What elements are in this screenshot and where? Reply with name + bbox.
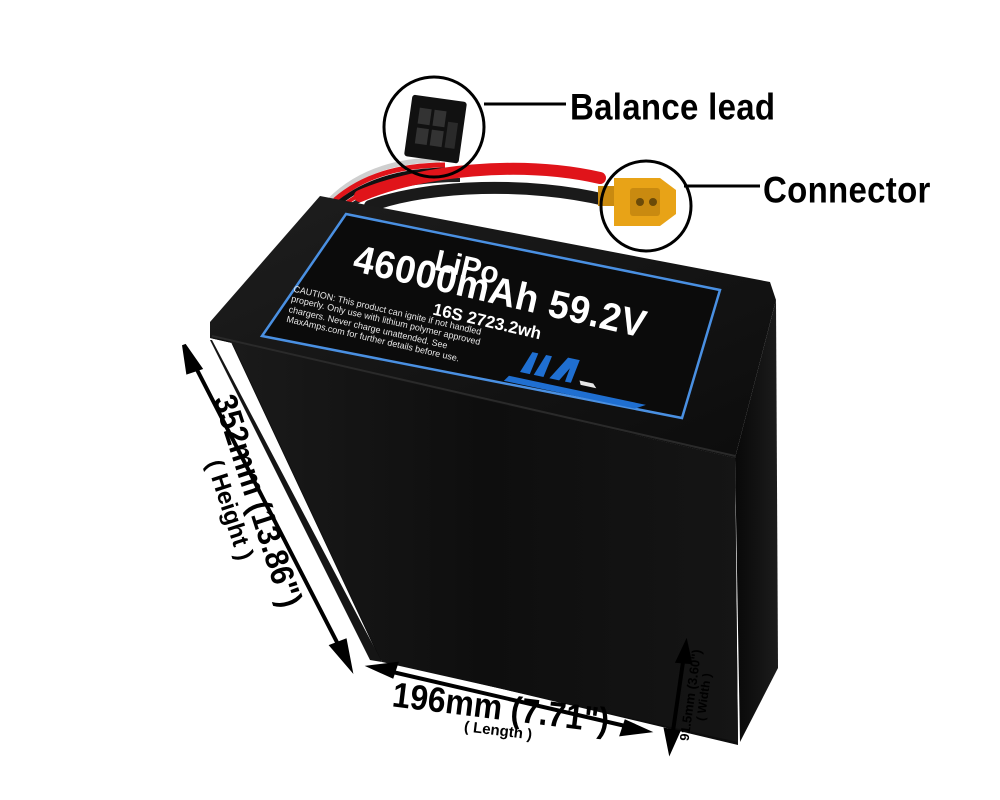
height-arrow xyxy=(190,359,344,653)
length-arrow-head-left xyxy=(364,661,399,679)
height-arrow-head-bottom xyxy=(328,638,354,675)
maxamps-logo-icon xyxy=(503,352,646,409)
width-arrow-head-top xyxy=(674,637,693,665)
wire-bundle xyxy=(328,157,611,212)
width-arrow xyxy=(670,654,686,739)
height-arrow-head-top xyxy=(182,343,204,375)
battery-label xyxy=(259,212,722,420)
balance-lead-callout-circle xyxy=(382,75,486,179)
length-arrow-head-right xyxy=(619,719,654,737)
callout-graphics xyxy=(382,75,760,253)
balance-lead-plug-icon xyxy=(404,94,467,164)
width-arrow-head-bottom xyxy=(663,727,681,757)
dimension-arrows xyxy=(182,343,693,757)
length-arrow xyxy=(383,668,635,730)
balance-lead-callout: Balance lead xyxy=(570,86,776,128)
power-connector-icon xyxy=(598,178,676,226)
connector-callout-circle xyxy=(599,159,693,253)
connector-callout: Connector xyxy=(763,169,931,211)
